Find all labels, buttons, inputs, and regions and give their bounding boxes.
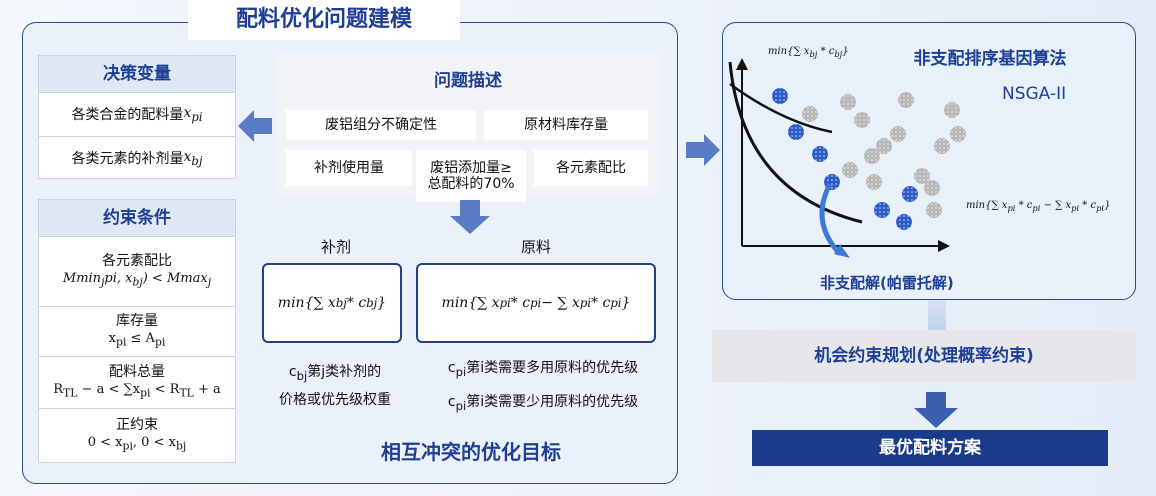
tag-inventory: 原材料库存量 xyxy=(484,110,648,140)
constraints-header: 约束条件 xyxy=(39,200,235,236)
pareto-plot xyxy=(728,58,966,258)
constraint-ratio: 各元素配比 Mminjpi, xbj) < Mmaxj xyxy=(39,236,235,306)
constraints-box: 约束条件 各元素配比 Mminjpi, xbj) < Mmaxj 库存量 xpi… xyxy=(38,199,236,463)
dot-texture xyxy=(874,202,890,218)
dot-texture xyxy=(896,214,912,230)
positive-formula: 0 < xpi, 0 < xbj xyxy=(87,434,187,453)
dot-texture xyxy=(864,148,880,164)
tag-scrap-ratio: 废铝添加量≥总配料的70% xyxy=(416,150,526,202)
down-arrow-icon xyxy=(450,200,490,234)
dot-texture xyxy=(890,126,906,142)
nsga-panel xyxy=(722,22,1136,300)
main-title: 配料优化问题建模 xyxy=(188,0,460,40)
constraint-positive: 正约束 0 < xpi, 0 < xbj xyxy=(39,408,235,462)
var-x-pi: xpi xyxy=(183,104,203,124)
nsga-subtitle: NSGA-II xyxy=(1002,84,1067,104)
dot-texture xyxy=(926,202,942,218)
raw-description: cpi第i类需要多用原料的优先级 cpi第i类需要少用原料的优先级 xyxy=(447,360,639,413)
var-x-bj: xbj xyxy=(183,148,203,168)
chance-constraint-box: 机会约束规划(处理概率约束) xyxy=(712,330,1136,382)
dot-texture xyxy=(772,88,788,104)
conflict-objectives-title: 相互冲突的优化目标 xyxy=(381,440,561,464)
decision-header: 决策变量 xyxy=(39,56,235,92)
dot-texture xyxy=(898,92,914,108)
y-axis-formula: min{∑ xbj * cbj} xyxy=(768,46,849,59)
dot-texture xyxy=(842,162,858,178)
connector-bar xyxy=(928,300,946,330)
dot-texture xyxy=(802,106,818,122)
dot-texture xyxy=(866,174,882,190)
dot-texture xyxy=(854,112,870,128)
tag-element-ratio: 各元素配比 xyxy=(534,150,648,186)
dot-texture xyxy=(876,138,892,154)
tag-supplement-use: 补剂使用量 xyxy=(286,150,412,186)
dot-texture xyxy=(950,126,966,142)
supplement-description: cbj第j类补剂的 价格或优先级权重 xyxy=(279,364,391,408)
optimal-result-box: 最优配料方案 xyxy=(752,430,1108,466)
constraint-total: 配料总量 RTL − a < ∑xpi < RTL + a xyxy=(39,356,235,408)
stock-formula: xpi ≤ Api xyxy=(108,330,166,349)
pareto-label: 非支配解(帕雷托解) xyxy=(820,274,954,292)
supplement-label: 补剂 xyxy=(320,238,351,256)
dot-texture xyxy=(934,138,950,154)
tag-scrap-uncertainty: 废铝组分不确定性 xyxy=(286,110,476,140)
x-axis-formula: min{∑ xpi * cpi − ∑ xpi * cpi} xyxy=(966,200,1111,213)
dot-texture xyxy=(902,186,918,202)
dot-texture xyxy=(944,102,960,118)
result-down-arrow-icon xyxy=(914,392,958,428)
problem-header: 问题描述 xyxy=(434,71,502,91)
raw-material-label: 原料 xyxy=(520,238,551,256)
dot-texture xyxy=(924,180,940,196)
left-arrow-icon xyxy=(238,110,272,142)
nsga-title: 非支配排序基因算法 xyxy=(913,49,1067,69)
dot-texture xyxy=(788,124,804,140)
dot-texture xyxy=(840,94,856,110)
total-formula: RTL − a < ∑xpi < RTL + a xyxy=(53,381,221,400)
ratio-formula: Mminjpi, xbj) < Mmaxj xyxy=(62,270,212,289)
dot-texture xyxy=(812,146,828,162)
right-arrow-icon xyxy=(686,134,720,166)
constraint-stock: 库存量 xpi ≤ Api xyxy=(39,306,235,356)
dot-texture xyxy=(914,168,930,184)
